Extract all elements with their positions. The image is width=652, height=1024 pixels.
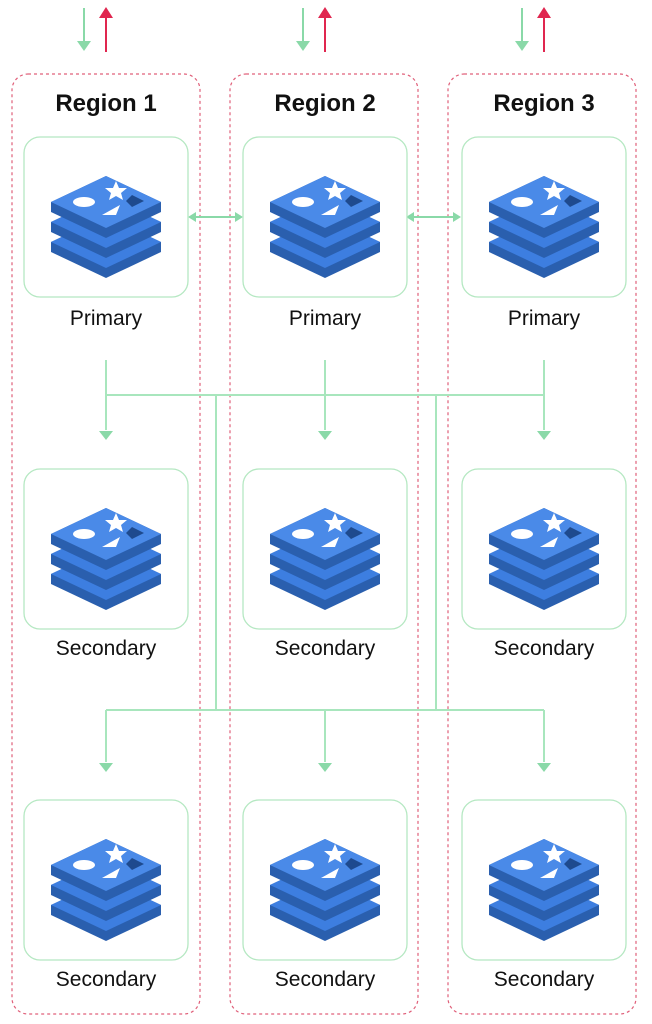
region-1-secondary-1-label: Secondary <box>55 637 157 660</box>
inbound-traffic-arrow-1 <box>77 41 91 51</box>
region-2-secondary-1-label: Secondary <box>274 637 376 660</box>
region-2-container <box>229 73 419 1015</box>
region-3-secondary-2-label: Secondary <box>493 968 595 991</box>
region-1-title: Region 1 <box>55 90 157 117</box>
inbound-traffic-arrow-2 <box>296 41 310 51</box>
region-1-container <box>11 73 201 1015</box>
region-3-container <box>447 73 637 1015</box>
region-3-primary-label: Primary <box>507 307 581 330</box>
region-2-primary-label: Primary <box>288 307 362 330</box>
region-3-secondary-1-label: Secondary <box>493 637 595 660</box>
secondary-row2-arrow-2 <box>318 763 332 772</box>
secondary-row1-arrow-2 <box>318 431 332 440</box>
outbound-traffic-arrow-2 <box>318 7 332 18</box>
primary-link-arrow-left-1 <box>188 212 196 222</box>
primary-link-arrow-left-2 <box>406 212 414 222</box>
secondary-row2-arrow-1 <box>99 763 113 772</box>
secondary-row2-arrow-3 <box>537 763 551 772</box>
secondary-row1-arrow-3 <box>537 431 551 440</box>
primary-link-arrow-right-1 <box>235 212 243 222</box>
region-1-secondary-2-label: Secondary <box>55 968 157 991</box>
inbound-traffic-arrow-3 <box>515 41 529 51</box>
secondary-row1-arrow-1 <box>99 431 113 440</box>
region-2-title: Region 2 <box>274 90 376 117</box>
outbound-traffic-arrow-1 <box>99 7 113 18</box>
region-1-primary-label: Primary <box>69 307 143 330</box>
region-3-title: Region 3 <box>493 90 595 117</box>
outbound-traffic-arrow-3 <box>537 7 551 18</box>
region-2-secondary-2-label: Secondary <box>274 968 376 991</box>
primary-link-arrow-right-2 <box>453 212 461 222</box>
